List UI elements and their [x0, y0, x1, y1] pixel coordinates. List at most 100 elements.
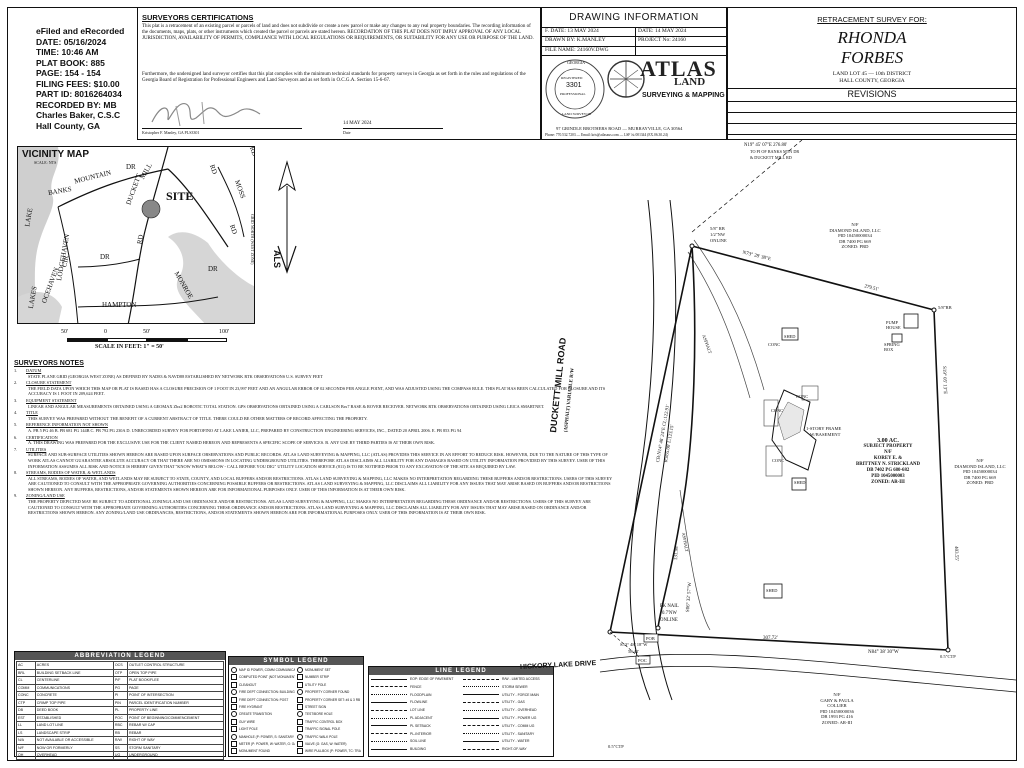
line-style-icon — [463, 740, 499, 742]
symbol-label: MONUMENT FOUND — [239, 749, 270, 754]
drawing-information: DRAWING INFORMATION F. DATE: 13 MAY 2024… — [541, 7, 727, 140]
symbol-label: PROPERTY CORNER SET: #4 & 3 RB — [305, 697, 361, 702]
abbrev-cell: REBAR — [126, 728, 225, 737]
owner-line: N/F — [851, 222, 859, 227]
south-distance: 307.72' — [763, 636, 778, 641]
abbrev-legend-title: ABBREVIATION LEGEND — [15, 652, 225, 660]
tie-south: 58.42' — [628, 649, 640, 654]
note-number: 7. — [14, 446, 18, 452]
symbol-item: MONUMENT FOUND — [231, 748, 295, 755]
abbrev-cell: CONCRETE — [34, 691, 114, 700]
abbrev-cell: COMM — [16, 683, 36, 692]
symbol-item: TEST/BORE HOLE — [297, 711, 361, 718]
abbrev-cell: PG — [112, 683, 128, 692]
abbrev-cell: RBC — [112, 721, 128, 730]
symbol-icon — [231, 696, 237, 703]
line-item: BUILDING — [371, 747, 461, 751]
pk-nail: ONLINE — [660, 618, 678, 623]
file-name: FILE NAME: 24160V.DWG — [545, 47, 609, 53]
note-number: 9. — [14, 493, 18, 499]
seal-registered: REGISTERED — [561, 76, 583, 80]
line-label: FLOODPLAIN — [410, 692, 432, 697]
owner-line: DIAMOND ISLAND, LLC — [829, 227, 881, 233]
symbol-label: FIRE DEPT CONNECTION: POST — [239, 697, 289, 702]
line-label: FLOWLINE — [410, 700, 428, 705]
conc-label: CONC — [768, 342, 781, 347]
line-label: BUILDING — [410, 747, 427, 752]
abbrev-cell: STORM SANITARY — [126, 743, 225, 752]
symbol-icon — [297, 704, 303, 710]
note-heading: REFERENCE INFORMATION NOT SHOWN — [26, 422, 108, 428]
symbol-label: NUMBER STRIP — [305, 675, 330, 680]
line-item: UTILITY - POWER UG — [463, 716, 553, 720]
line-style-icon — [463, 701, 499, 703]
certs-date-label: Date — [343, 130, 351, 135]
abbrev-cell: N/F — [16, 743, 36, 752]
symbol-icon — [297, 748, 303, 755]
line-style-icon — [371, 740, 407, 742]
atlas-logo-text: ATLAS — [640, 56, 717, 81]
revisions-title: REVISIONS — [847, 89, 897, 99]
certs-paragraph: This plat is a retracement of an existin… — [142, 24, 534, 41]
line-item: FLOWLINE — [371, 700, 461, 704]
note-heading: UTILITIES — [26, 446, 47, 452]
line-style-icon — [463, 748, 499, 750]
abbrev-cell: OTP — [112, 668, 128, 677]
note-heading: STREAMS, BODIES OF WATER, & WETLANDS — [26, 470, 116, 476]
symbol-icon — [231, 689, 237, 696]
abbrev-cell: CRIMP TOP PIPE — [34, 698, 114, 707]
symbol-label: LIGHT POLE — [239, 727, 258, 732]
road-label: HAMPTON — [102, 301, 137, 309]
retracement-title: RETRACEMENT SURVEY FOR: — [817, 15, 927, 24]
symbol-icon — [231, 674, 237, 681]
symbol-item: MONUMENT SET — [297, 667, 361, 673]
road-label: RD — [227, 223, 239, 236]
symbol-label: VALVE (G: GAS, W: WATER) — [305, 742, 347, 746]
drawing-info-title: DRAWING INFORMATION — [569, 12, 699, 23]
conc-label: CONC — [772, 458, 785, 463]
symbol-item: PROPERTY CORNER FOUND — [297, 689, 361, 696]
note-text: A. PB 5 PG 46 B. PB 681 PG 144B C. PB 79… — [28, 427, 462, 433]
line-label: LOT LINE — [410, 708, 426, 713]
symbol-item: PROPERTY CORNER SET: #4 & 3 RB — [297, 696, 361, 703]
owner-line: COLLIER — [827, 703, 847, 709]
symbol-label: PROPERTY CORNER FOUND — [305, 690, 350, 695]
symbol-legend-title: SYMBOL LEGEND — [229, 657, 363, 665]
symbol-icon — [297, 667, 303, 673]
road-label: CIR — [60, 254, 71, 268]
corner-se-label: 0.5"CTP — [940, 654, 956, 659]
line-item: FENCE — [371, 685, 461, 689]
road-label: RD — [207, 163, 219, 176]
corner-nw-label: 1/2"NW — [710, 232, 726, 237]
adjacent-owner-collier: N/F GARY & PAULA COLLIER PID 10450000036… — [792, 692, 882, 726]
atlas-surveying: SURVEYING & MAPPING — [642, 92, 725, 99]
line-style-icon — [463, 694, 499, 696]
line-style-icon — [463, 686, 499, 688]
certs-paragraph: Furthermore, the undersigned land survey… — [142, 72, 526, 83]
symbol-label: GUY WIRE — [239, 719, 256, 724]
symbol-item: STREET SIGN — [297, 704, 361, 710]
owner-line: GARY & PAULA — [820, 697, 854, 703]
abbrev-cell: PAGE — [126, 683, 225, 692]
abbrev-cell: P/F — [112, 676, 128, 685]
subject-line: N/F — [884, 450, 892, 455]
abbrev-cell: BUILDING SETBACK LINE — [34, 668, 114, 677]
abbrev-cell: EST — [16, 713, 36, 722]
line-label: PL ADJACENT — [410, 716, 433, 720]
symbol-icon — [297, 681, 303, 688]
note-text: ALL STREAMS, BODIES OF WATER, AND WETLAN… — [28, 475, 613, 492]
line-style-icon — [371, 701, 407, 703]
line-item: PL ADJACENT — [371, 716, 461, 720]
note-heading: DATUM — [26, 368, 42, 373]
efile-line: DATE: 05/16/2024 — [36, 36, 107, 47]
note-text: THE PROPERTY DEPICTED MAY BE SUBJECT TO … — [28, 499, 591, 516]
pk-nail: 0.7'NW — [662, 611, 677, 616]
